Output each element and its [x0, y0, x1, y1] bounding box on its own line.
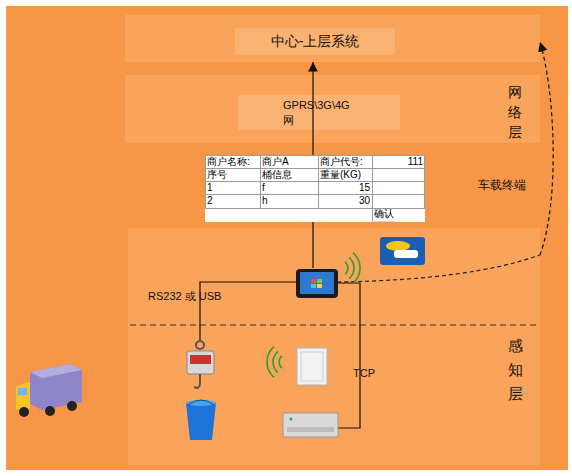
wifi-arc — [353, 253, 360, 284]
wifi-arc — [279, 356, 282, 368]
wifi-arc — [345, 262, 348, 274]
wifi-arc — [267, 347, 274, 378]
layer-name: 网络层 — [508, 82, 524, 142]
uplink-wire — [312, 228, 313, 268]
reader-panel — [287, 427, 334, 432]
table-cell: 15 — [318, 181, 372, 194]
layer-name: 感知层 — [508, 334, 525, 406]
text-box: GPRS\3G\4G 网 — [238, 95, 400, 130]
tcp-wire — [337, 283, 360, 428]
tablet-logo — [311, 284, 316, 288]
wifi-signal — [345, 253, 360, 284]
card-icon — [380, 237, 425, 265]
interface-label: RS232 或 USB — [148, 289, 258, 304]
dashed-connector — [540, 42, 553, 255]
table-cell: 1 — [205, 181, 260, 194]
crane-scale — [187, 351, 214, 374]
truck-wheel — [19, 407, 29, 417]
truck-wheel — [45, 406, 55, 416]
network-name: GPRS\3G\4G 网 — [283, 98, 359, 128]
layer-divider — [130, 324, 540, 325]
truck-cargo — [30, 364, 82, 410]
table-cell: 确认 — [372, 207, 425, 220]
layer-title: 中心-上层系统 — [235, 28, 395, 55]
tablet-logo — [317, 284, 322, 288]
table-cell: f — [260, 181, 318, 194]
card-icon-card — [386, 241, 410, 251]
scale-display — [190, 355, 211, 364]
grid-line — [318, 155, 319, 209]
grid-line — [260, 155, 261, 209]
protocol-label: TCP — [353, 366, 393, 381]
truck-wheel — [67, 401, 77, 411]
bucket-handle — [188, 400, 214, 405]
scale-ring — [196, 341, 204, 349]
edge-layer — [313, 42, 553, 255]
table-cell: h — [260, 194, 318, 207]
table-cell: 30 — [318, 194, 372, 207]
wifi-signal — [267, 347, 282, 378]
table-cell: 序号 — [205, 168, 260, 181]
tablet-logo — [311, 279, 316, 283]
grid-line — [205, 168, 425, 169]
rfid-antenna — [297, 348, 327, 385]
grid-frame — [206, 156, 425, 209]
rfid-antenna-inner — [301, 352, 323, 381]
grid-line — [373, 221, 396, 222]
truck-window — [18, 388, 27, 395]
table-cell: 2 — [205, 194, 260, 207]
rfid-reader — [283, 413, 338, 437]
table-cell: 商户代号: — [318, 155, 372, 168]
table-cell: 111 — [372, 155, 425, 168]
table-cell: 桶信息 — [260, 168, 318, 181]
bucket — [186, 403, 216, 440]
truck-cargo-top — [30, 364, 82, 378]
device-label: 车载终端 — [478, 177, 548, 193]
tablet-screen — [300, 272, 334, 294]
layer-band: GPRS\3G\4G 网 网络层 — [125, 75, 540, 143]
table-cell: 商户名称: — [205, 155, 260, 168]
tablet-logo — [317, 279, 322, 283]
grid-lines — [205, 155, 425, 222]
scale-hook — [194, 374, 200, 388]
reader-led — [290, 418, 293, 421]
tablet-body — [296, 269, 338, 298]
truck-cab — [16, 382, 30, 410]
wireless-wire — [337, 255, 540, 282]
grid-line — [372, 155, 373, 221]
card-icon-hand — [394, 250, 418, 258]
layer-band: 中心-上层系统 — [125, 15, 540, 62]
wifi-arc — [349, 257, 354, 278]
grid-line — [205, 181, 425, 182]
table-cell: 重量(KG) — [318, 168, 372, 181]
table-cell: 商户A — [260, 155, 318, 168]
wifi-arc — [273, 351, 278, 372]
grid-line — [205, 194, 425, 195]
bucket-rim — [186, 400, 216, 406]
